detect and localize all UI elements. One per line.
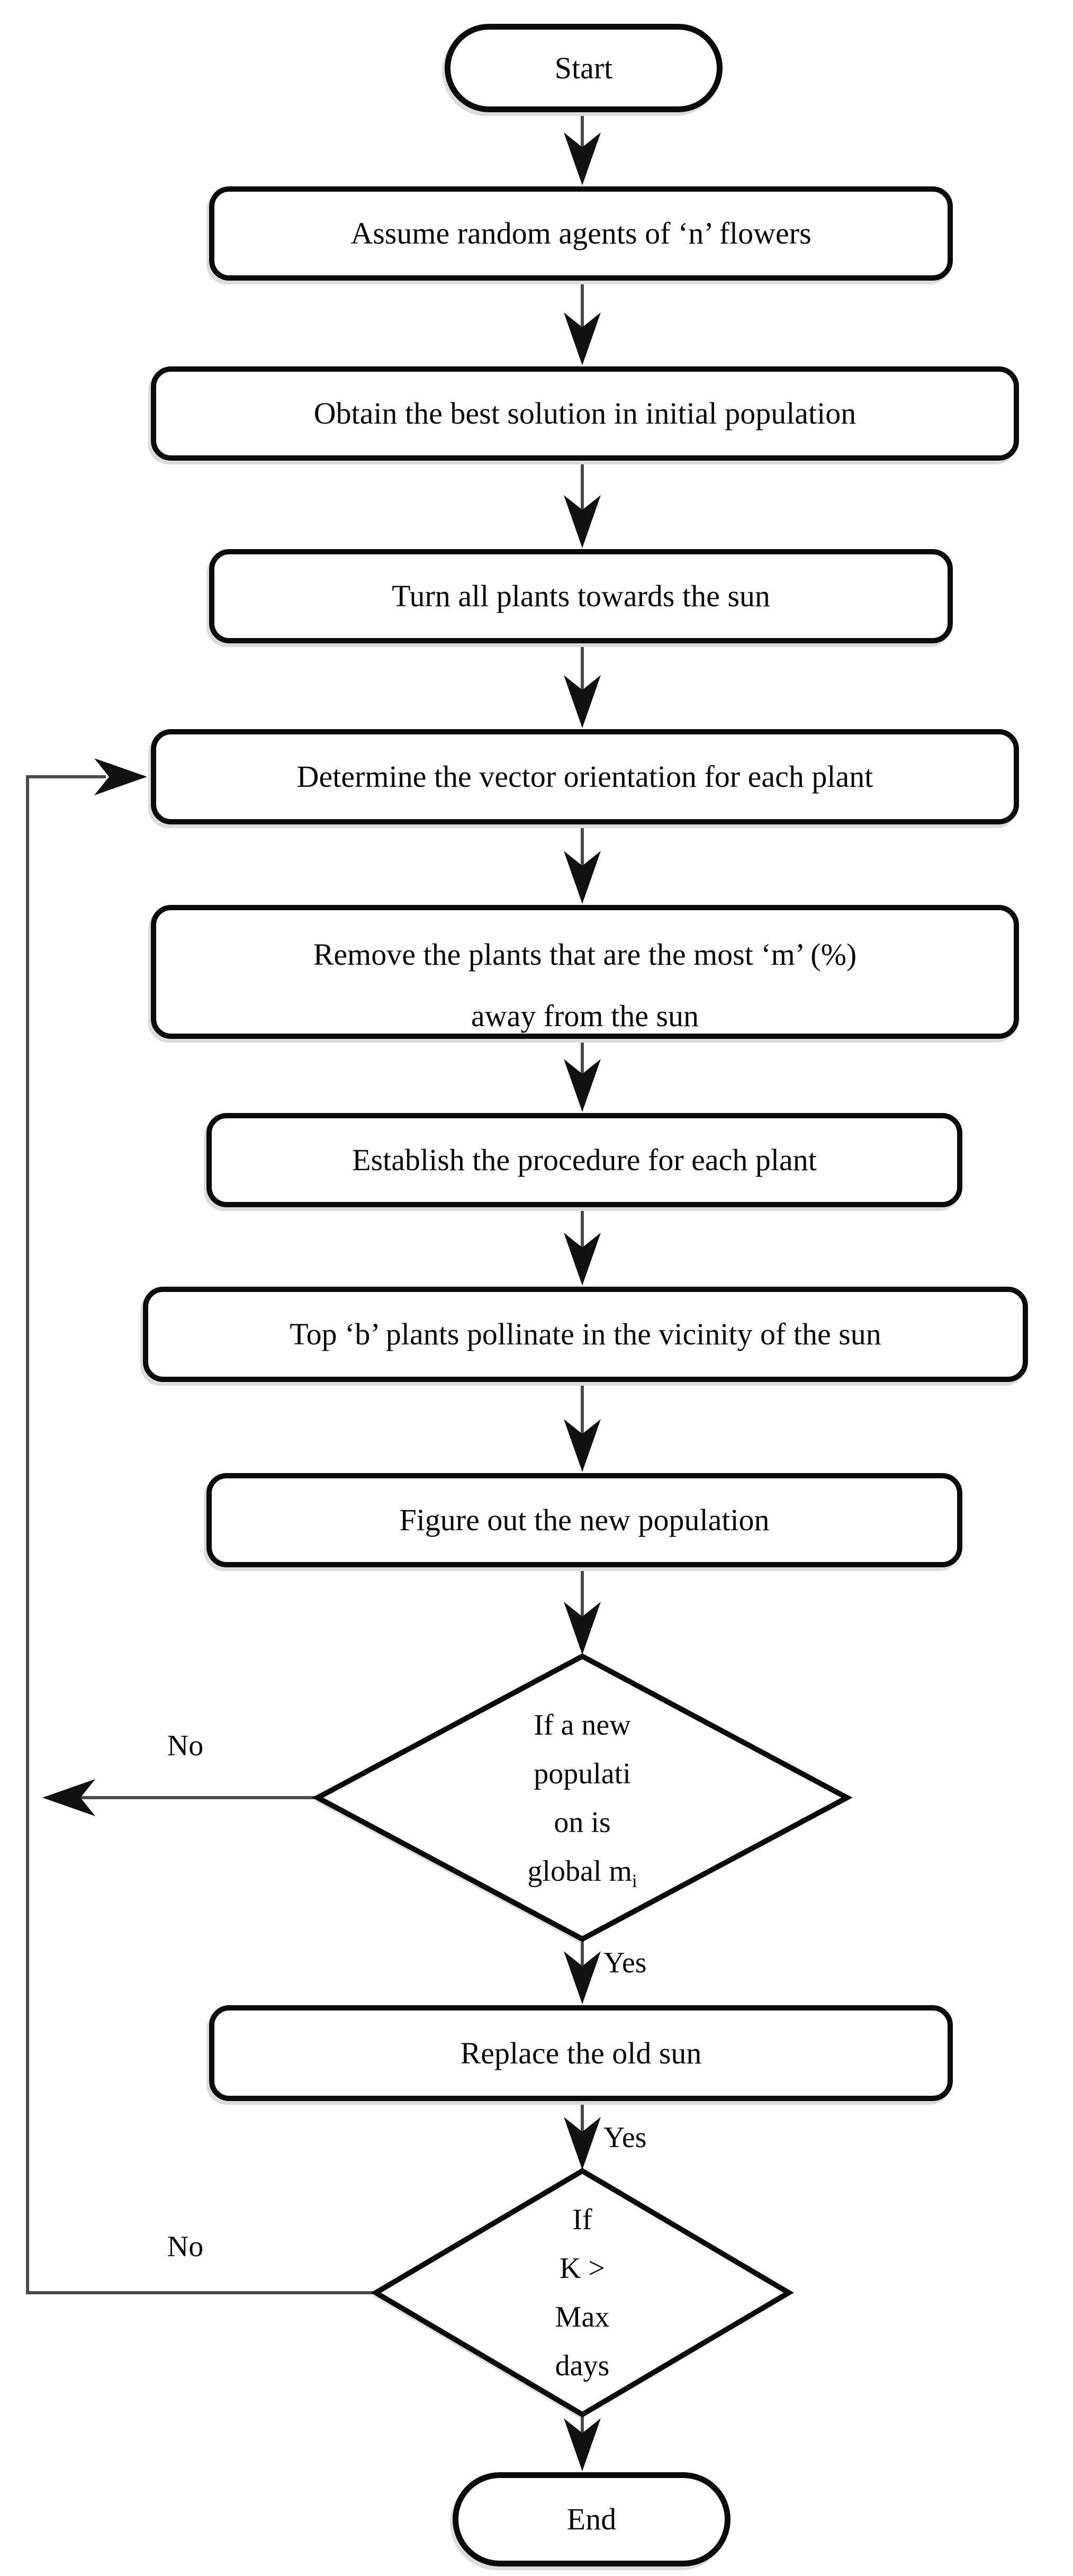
node-top-plants-pollinate: Top ‘b’ plants pollinate in the vicinity… [143, 1287, 1028, 1382]
node-determine-vector-orientation-label: Determine the vector orientation for eac… [296, 759, 873, 794]
edge-label-no-max-days: No [167, 2230, 204, 2263]
decision-new-population-line4: global mi [527, 1855, 637, 1892]
node-obtain-best-solution-label: Obtain the best solution in initial popu… [313, 396, 856, 431]
node-start: Start [445, 24, 723, 112]
edge-label-yes-new-population: Yes [603, 1946, 647, 1979]
node-replace-old-sun: Replace the old sun [209, 2005, 953, 2101]
node-remove-plants: Remove the plants that are the most ‘m’ … [151, 905, 1019, 1039]
node-figure-new-population: Figure out the new population [206, 1473, 962, 1567]
subscript-i: i [632, 1871, 637, 1892]
node-end-label: End [566, 2502, 617, 2537]
decision-new-population-line2: populati [534, 1757, 631, 1790]
decision-max-days-line2: K > [559, 2252, 606, 2285]
node-top-plants-pollinate-label: Top ‘b’ plants pollinate in the vicinity… [290, 1317, 881, 1352]
decision-new-population-shape [312, 1653, 853, 1943]
node-establish-procedure-label: Establish the procedure for each plant [352, 1143, 817, 1178]
node-turn-plants-to-sun-label: Turn all plants towards the sun [392, 579, 770, 614]
node-assume-random-agents-label: Assume random agents of ‘n’ flowers [350, 216, 811, 251]
decision-max-days-line3: Max [555, 2301, 610, 2333]
decision-max-days-shape [371, 2168, 794, 2418]
edge-label-no-new-population: No [167, 1729, 204, 1762]
node-establish-procedure: Establish the procedure for each plant [206, 1113, 962, 1207]
decision-new-population-line3: on is [554, 1806, 611, 1839]
loop-no-connector [26, 775, 376, 2294]
loop-arrowhead-right-icon [94, 758, 147, 795]
node-start-label: Start [554, 50, 613, 85]
node-obtain-best-solution: Obtain the best solution in initial popu… [151, 366, 1019, 461]
edge-label-yes-replace: Yes [603, 2121, 647, 2154]
decision-max-days-line1: If [572, 2203, 592, 2236]
decision-max-days-text: If K > Max days [503, 2195, 662, 2390]
decision-max-days-line4: days [555, 2349, 610, 2382]
node-turn-plants-to-sun: Turn all plants towards the sun [209, 549, 953, 643]
node-determine-vector-orientation: Determine the vector orientation for eac… [151, 729, 1019, 824]
no-arrowhead-left-icon [42, 1779, 95, 1816]
node-figure-new-population-label: Figure out the new population [399, 1503, 770, 1538]
node-assume-random-agents: Assume random agents of ‘n’ flowers [209, 186, 953, 281]
node-end: End [453, 2472, 731, 2566]
decision-new-population-line1: If a new [534, 1709, 631, 1742]
down-arrowheads [564, 132, 601, 2471]
decision-new-population-text: If a new populati on is global mi [450, 1701, 715, 1896]
node-remove-plants-line1: Remove the plants that are the most ‘m’ … [313, 937, 857, 972]
node-remove-plants-line2: away from the sun [471, 999, 699, 1033]
node-replace-old-sun-label: Replace the old sun [460, 2035, 702, 2070]
